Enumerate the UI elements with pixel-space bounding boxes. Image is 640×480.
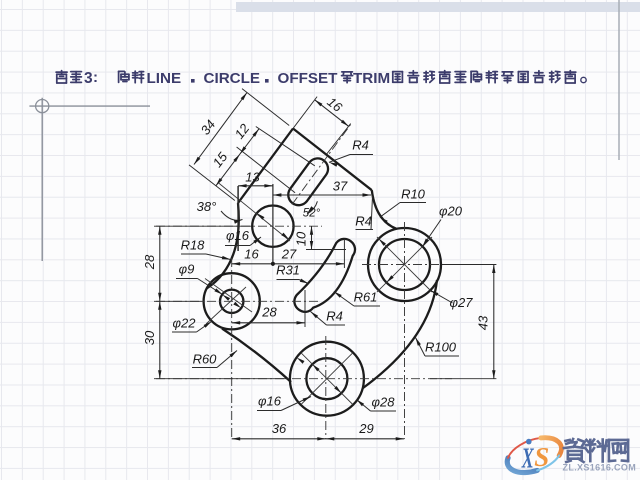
svg-text:R31: R31 [276, 263, 300, 278]
svg-text:φ22: φ22 [173, 316, 197, 331]
svg-text:36: 36 [272, 421, 287, 436]
svg-text:φ20: φ20 [439, 204, 463, 219]
svg-text:R4: R4 [352, 138, 369, 153]
svg-text:TRIM: TRIM [353, 70, 390, 87]
svg-text:OFFSET: OFFSET [278, 70, 339, 87]
svg-text:φ16: φ16 [226, 228, 250, 243]
svg-text:R100: R100 [425, 340, 457, 355]
svg-text:37: 37 [333, 179, 348, 194]
svg-text:16: 16 [244, 247, 259, 262]
svg-text:30: 30 [142, 330, 157, 345]
svg-text:LINE: LINE [147, 70, 182, 87]
svg-text:R4: R4 [355, 214, 372, 229]
svg-text:13: 13 [245, 170, 260, 185]
svg-text:28: 28 [142, 254, 157, 270]
svg-text:38°: 38° [197, 199, 217, 214]
svg-text:3: 3 [84, 70, 93, 87]
svg-text:ZL.XS1616.COM: ZL.XS1616.COM [563, 463, 637, 473]
svg-text:15: 15 [210, 149, 231, 170]
svg-text:43: 43 [476, 315, 491, 330]
svg-text:28: 28 [261, 305, 277, 320]
svg-text:16: 16 [324, 94, 345, 115]
svg-text:R60: R60 [193, 352, 218, 367]
svg-text:φ28: φ28 [372, 395, 396, 410]
svg-text:CIRCLE: CIRCLE [204, 70, 261, 87]
svg-text:R18: R18 [181, 238, 206, 253]
svg-text:29: 29 [358, 421, 373, 436]
svg-text:φ9: φ9 [179, 262, 195, 277]
svg-text:R10: R10 [401, 187, 426, 202]
svg-text:φ16: φ16 [258, 394, 282, 409]
svg-text:27: 27 [281, 247, 297, 262]
svg-text:12: 12 [232, 120, 253, 141]
svg-text:34: 34 [198, 117, 219, 138]
svg-text:S: S [534, 442, 549, 472]
svg-text:10: 10 [294, 231, 309, 246]
svg-text:R61: R61 [354, 290, 378, 305]
svg-text:R4: R4 [326, 309, 343, 324]
svg-text:φ27: φ27 [450, 295, 474, 310]
svg-text:X: X [521, 444, 534, 475]
svg-text:52°: 52° [303, 208, 321, 220]
svg-text::: : [93, 69, 98, 86]
